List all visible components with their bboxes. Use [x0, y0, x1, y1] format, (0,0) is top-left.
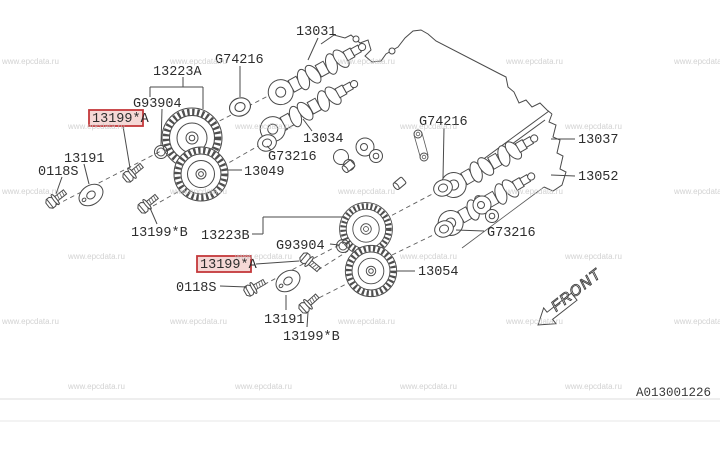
watermark-text: www.epcdata.ru: [1, 317, 59, 326]
watermark-text: www.epcdata.ru: [673, 317, 720, 326]
part-label-13199b-lower: 13199*B: [283, 330, 340, 345]
part-label-13223a: 13223A: [153, 65, 203, 80]
drawing-code: A013001226: [636, 386, 711, 400]
part-label-0118s-upper: 0118S: [38, 165, 79, 180]
rocker-bracket-parts: [333, 129, 499, 223]
watermark-layer: www.epcdata.ru www.epcdata.ru www.epcdata.…: [1, 57, 720, 391]
part-label-g73216-right: G73216: [487, 226, 536, 241]
part-label-13037: 13037: [578, 133, 619, 148]
plate-13191-upper: [74, 179, 108, 211]
watermark-text: www.epcdata.ru: [67, 252, 125, 261]
watermark-text: www.epcdata.ru: [399, 122, 457, 131]
watermark-text: www.epcdata.ru: [673, 187, 720, 196]
part-label-13199b-upper: 13199*B: [131, 226, 188, 241]
watermark-text: www.epcdata.ru: [1, 57, 59, 66]
watermark-text: www.epcdata.ru: [234, 252, 292, 261]
part-label-13191-lower: 13191: [264, 313, 305, 328]
watermark-text: www.epcdata.ru: [67, 122, 125, 131]
gear-13054: [345, 245, 396, 296]
bolt-13199a-upper: [120, 160, 147, 185]
part-label-g93904-lower: G93904: [276, 239, 325, 254]
plate-13191-lower: [271, 265, 305, 297]
part-label-13054: 13054: [418, 265, 459, 280]
bolt-13199b-lower: [296, 290, 322, 316]
watermark-text: www.epcdata.ru: [169, 57, 227, 66]
part-label-13049: 13049: [244, 165, 285, 180]
watermark-text: www.epcdata.ru: [505, 187, 563, 196]
part-label-g74216-top: G74216: [215, 53, 264, 68]
part-label-g74216-right: G74216: [419, 115, 468, 130]
watermark-text: www.epcdata.ru: [1, 187, 59, 196]
watermark-text: www.epcdata.ru: [337, 57, 395, 66]
front-arrow-icon: [537, 292, 578, 326]
watermark-text: www.epcdata.ru: [564, 122, 622, 131]
part-label-13223b: 13223B: [201, 229, 250, 244]
part-label-g93904-upper: G93904: [133, 97, 182, 112]
part-label-13199a-upper: 13199*A: [92, 112, 150, 127]
bolt-13199a-lower: [297, 250, 324, 275]
engine-outline: [320, 29, 553, 115]
watermark-text: www.epcdata.ru: [505, 57, 563, 66]
watermark-text: www.epcdata.ru: [169, 317, 227, 326]
highlight-box-13199a-lower: [196, 255, 252, 273]
watermark-text: www.epcdata.ru: [505, 317, 563, 326]
part-labels: 13031 G74216 13223A G93904 13199*A 13191…: [38, 25, 619, 345]
part-label-13034: 13034: [303, 132, 344, 147]
watermark-text: www.epcdata.ru: [234, 122, 292, 131]
bolt-13199b-upper: [135, 191, 162, 216]
leader-lines: [55, 37, 576, 328]
part-label-13031: 13031: [296, 25, 337, 40]
front-label: FRONT: [548, 265, 605, 315]
part-label-13052: 13052: [578, 170, 619, 185]
part-label-0118s-lower: 0118S: [176, 281, 217, 296]
part-label-g73216-left: G73216: [268, 150, 317, 165]
watermark-text: www.epcdata.ru: [564, 382, 622, 391]
part-label-13191-upper: 13191: [64, 152, 105, 167]
watermark-text: www.epcdata.ru: [337, 187, 395, 196]
watermark-text: www.epcdata.ru: [337, 317, 395, 326]
watermark-text: www.epcdata.ru: [399, 382, 457, 391]
watermark-text: www.epcdata.ru: [399, 252, 457, 261]
link-bracket: [413, 129, 429, 162]
watermark-text: www.epcdata.ru: [169, 187, 227, 196]
highlight-box-13199a-upper: [88, 109, 144, 127]
watermark-text: www.epcdata.ru: [234, 382, 292, 391]
watermark-text: www.epcdata.ru: [673, 57, 720, 66]
watermark-text: www.epcdata.ru: [564, 252, 622, 261]
part-label-13199a-lower: 13199*A: [200, 258, 258, 273]
watermark-text: www.epcdata.ru: [67, 382, 125, 391]
